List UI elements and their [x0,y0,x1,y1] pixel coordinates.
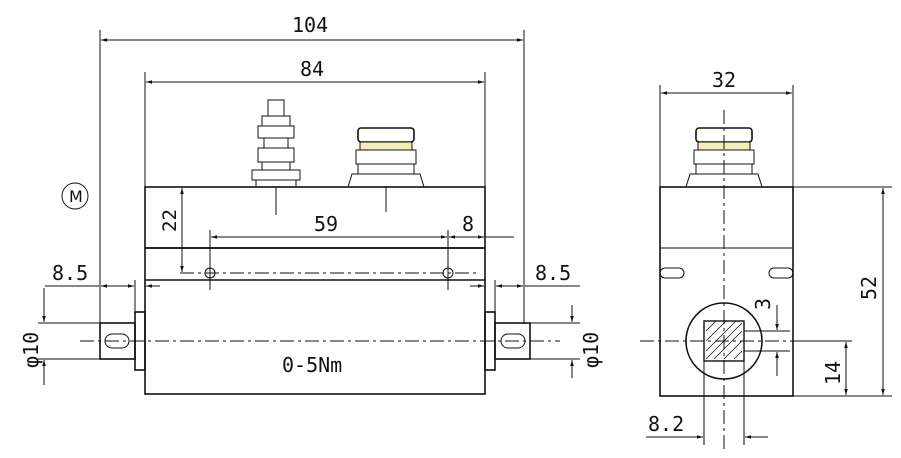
side-slot-right [768,267,794,279]
dim-side-height: 52 [857,276,881,300]
dim-key-width: 3 [751,298,775,310]
power-connector [347,127,425,212]
dim-hole-spacing: 59 [314,212,338,236]
side-view: 32 52 3 14 8.2 [640,68,892,450]
side-body [659,186,794,397]
dim-overall-length: 104 [292,13,328,37]
dim-side-width: 32 [712,68,736,92]
torque-rating-label: 0-5Nm [282,353,342,377]
motor-symbol-circle [61,182,89,210]
dim-shaft-center-height: 14 [821,361,845,385]
front-view: 104 84 22 59 8 8.5 8.5 φ10 [19,13,603,395]
dim-shaft-dia-left: φ10 [19,332,43,368]
dim-hole-offset: 8 [462,212,474,236]
signal-connector [251,99,301,215]
side-slot-left [659,267,685,279]
motor-symbol: M [69,187,83,206]
dim-shaft-left: 8.5 [52,261,88,285]
dim-height-22: 22 [159,209,181,232]
dim-body-length: 84 [300,57,324,81]
shaft-inner-square [703,320,745,362]
shaft-outer-circle [685,302,763,380]
dim-bottom-offset: 8.2 [648,412,684,436]
dim-shaft-right: 8.5 [535,261,571,285]
dim-shaft-dia-right: φ10 [579,332,603,368]
